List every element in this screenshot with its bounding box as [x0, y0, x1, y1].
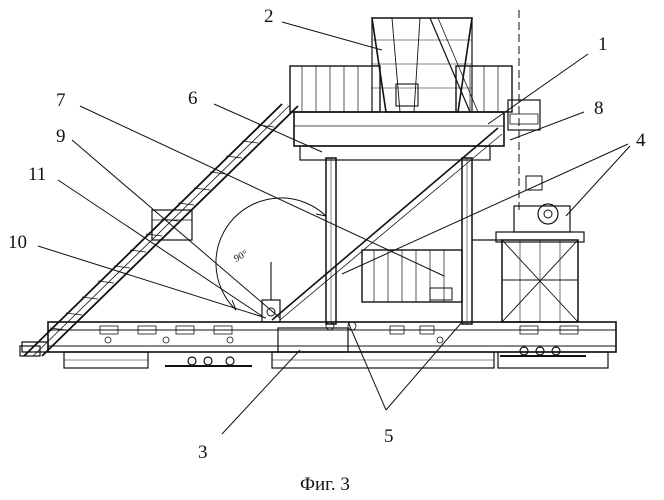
base-frame [21, 321, 617, 369]
callout-9: 9 [56, 126, 66, 147]
right-truss [472, 175, 585, 323]
rail-bogies [165, 346, 586, 367]
callout-2: 2 [264, 6, 274, 27]
callout-4: 4 [636, 130, 646, 151]
callout-11: 11 [28, 164, 46, 185]
callout-6: 6 [188, 88, 198, 109]
callout-10: 10 [8, 232, 27, 253]
diagonal-strut-inner [279, 133, 503, 321]
angle-label: 90° [232, 248, 250, 264]
upper-platform [289, 65, 541, 161]
callout-5: 5 [384, 426, 394, 447]
figure-caption: Фиг. 3 [300, 474, 350, 495]
callout-3: 3 [198, 442, 208, 463]
angle-indicator [215, 197, 327, 323]
machine-room [361, 249, 463, 303]
callout-7: 7 [56, 90, 66, 111]
leader-lines [37, 21, 631, 435]
support-columns [325, 157, 473, 325]
callout-1: 1 [598, 34, 608, 55]
inclined-conveyor [19, 103, 299, 357]
diagonal-strut [271, 127, 499, 321]
callout-8: 8 [594, 98, 604, 119]
callout-labels: 2 1 7 6 8 9 4 11 10 5 3 [8, 6, 646, 463]
hopper-tower [371, 17, 479, 113]
